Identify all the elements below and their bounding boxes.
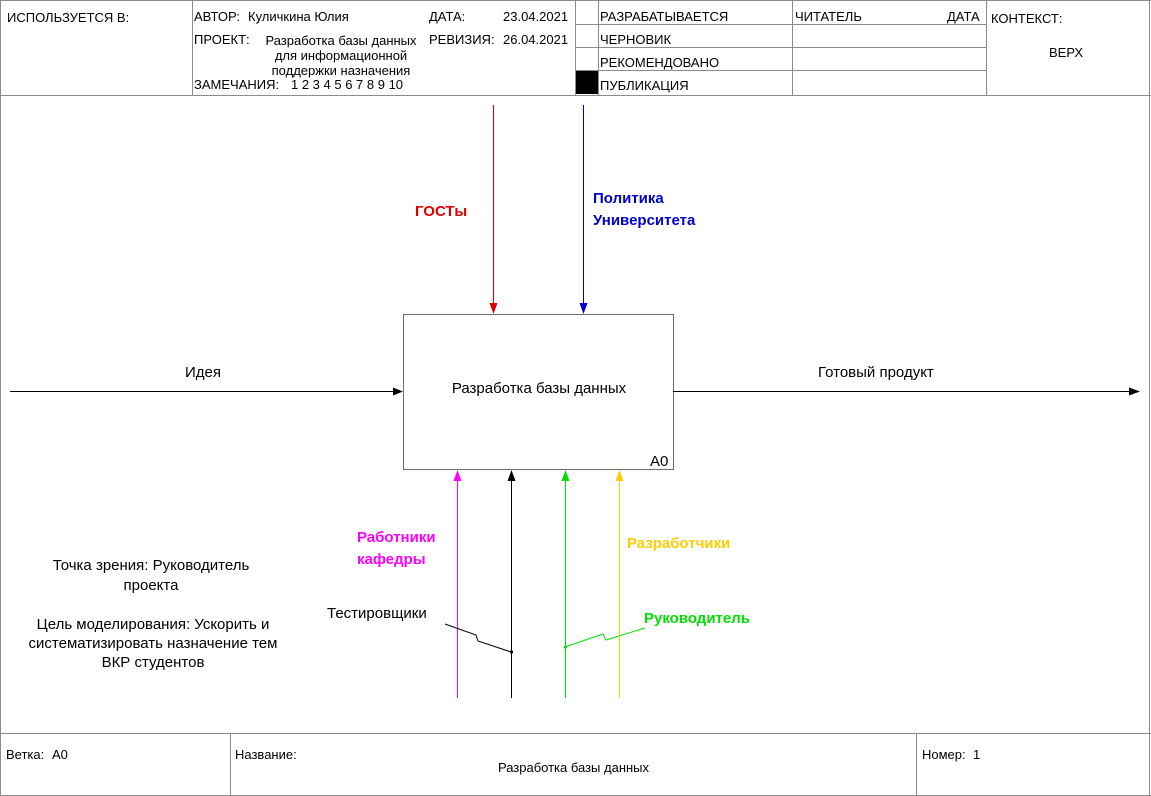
- status-developing: РАЗРАБАТЫВАЕТСЯ: [600, 9, 729, 24]
- testers-junction: [509, 650, 514, 654]
- mechanism-staff-label: Работники кафедры: [357, 529, 436, 568]
- status-row-line-3: [575, 70, 987, 71]
- control-gost-label: ГОСТы: [415, 203, 468, 220]
- title-label: Название:: [235, 747, 297, 762]
- notes-label: ЗАМЕЧАНИЯ:: [194, 77, 280, 92]
- footer-divider-1: [230, 733, 231, 796]
- status-row-line-2: [575, 47, 987, 48]
- mechanism-testers-label: Тестировщики: [327, 605, 427, 622]
- header-divider-3: [598, 0, 599, 96]
- testers-squiggle: [444, 623, 512, 653]
- frame-right: [1149, 0, 1150, 796]
- number-value: 1: [973, 747, 981, 762]
- supervisor-squiggle: [564, 627, 646, 648]
- header-divider-4: [792, 0, 793, 96]
- footer-top-line: [0, 733, 1151, 734]
- header-divider-5: [986, 0, 987, 96]
- purpose-text: Цель моделирования: Ускорить и системати…: [28, 616, 278, 671]
- revision-value: 26.04.2021: [503, 32, 569, 47]
- mechanism-staff-head: [453, 470, 462, 481]
- activity-title: Разработка базы данных: [451, 380, 627, 397]
- notes-value: 1 2 3 4 5 6 7 8 9 10: [291, 77, 404, 92]
- project-value: Разработка базы данных для информационно…: [265, 33, 417, 78]
- reader-label: ЧИТАТЕЛЬ: [795, 9, 862, 24]
- context-value: ВЕРХ: [1049, 45, 1084, 60]
- author-label: АВТОР:: [194, 9, 240, 24]
- input-arrow-head: [393, 387, 403, 396]
- status-publication: ПУБЛИКАЦИЯ: [600, 78, 689, 93]
- title-value: Разработка базы данных: [497, 760, 650, 775]
- control-policy-head: [579, 303, 588, 314]
- activity-id: A0: [650, 453, 669, 470]
- context-label: КОНТЕКСТ:: [991, 11, 1063, 26]
- header-divider-2: [575, 0, 576, 96]
- supervisor-junction: [563, 645, 568, 649]
- reader-date-label: ДАТА: [947, 9, 980, 24]
- mechanism-supervisor-head: [561, 470, 570, 481]
- date-label: ДАТА:: [429, 9, 466, 24]
- viewpoint-text: Точка зрения: Руководитель проекта: [52, 557, 250, 594]
- node-label: Ветка:: [6, 747, 45, 762]
- output-arrow-head: [1129, 387, 1140, 396]
- author-value: Куличкина Юлия: [248, 9, 349, 24]
- used-in-label: ИСПОЛЬЗУЕТСЯ В:: [7, 10, 130, 25]
- header-divider-1: [192, 0, 193, 96]
- number-label: Номер:: [922, 747, 966, 762]
- status-row-line-1: [575, 24, 987, 25]
- node-value: A0: [52, 747, 68, 762]
- project-label: ПРОЕКТ:: [194, 32, 250, 47]
- footer-divider-2: [916, 733, 917, 796]
- mechanism-supervisor-label: Руководитель: [644, 610, 750, 627]
- control-policy-label: Политика Университета: [593, 190, 696, 229]
- input-label: Идея: [185, 364, 221, 381]
- frame-left: [0, 0, 1, 796]
- revision-label: РЕВИЗИЯ:: [429, 32, 495, 47]
- mechanism-developers-label: Разработчики: [627, 535, 731, 552]
- mechanism-developers-head: [615, 470, 624, 481]
- publication-marker: [576, 71, 598, 94]
- status-recommended: РЕКОМЕНДОВАНО: [600, 55, 720, 70]
- date-value: 23.04.2021: [503, 9, 569, 24]
- control-gost-head: [489, 303, 498, 314]
- mechanism-testers-head: [507, 470, 516, 481]
- status-draft: ЧЕРНОВИК: [600, 32, 672, 47]
- output-label: Готовый продукт: [818, 364, 934, 381]
